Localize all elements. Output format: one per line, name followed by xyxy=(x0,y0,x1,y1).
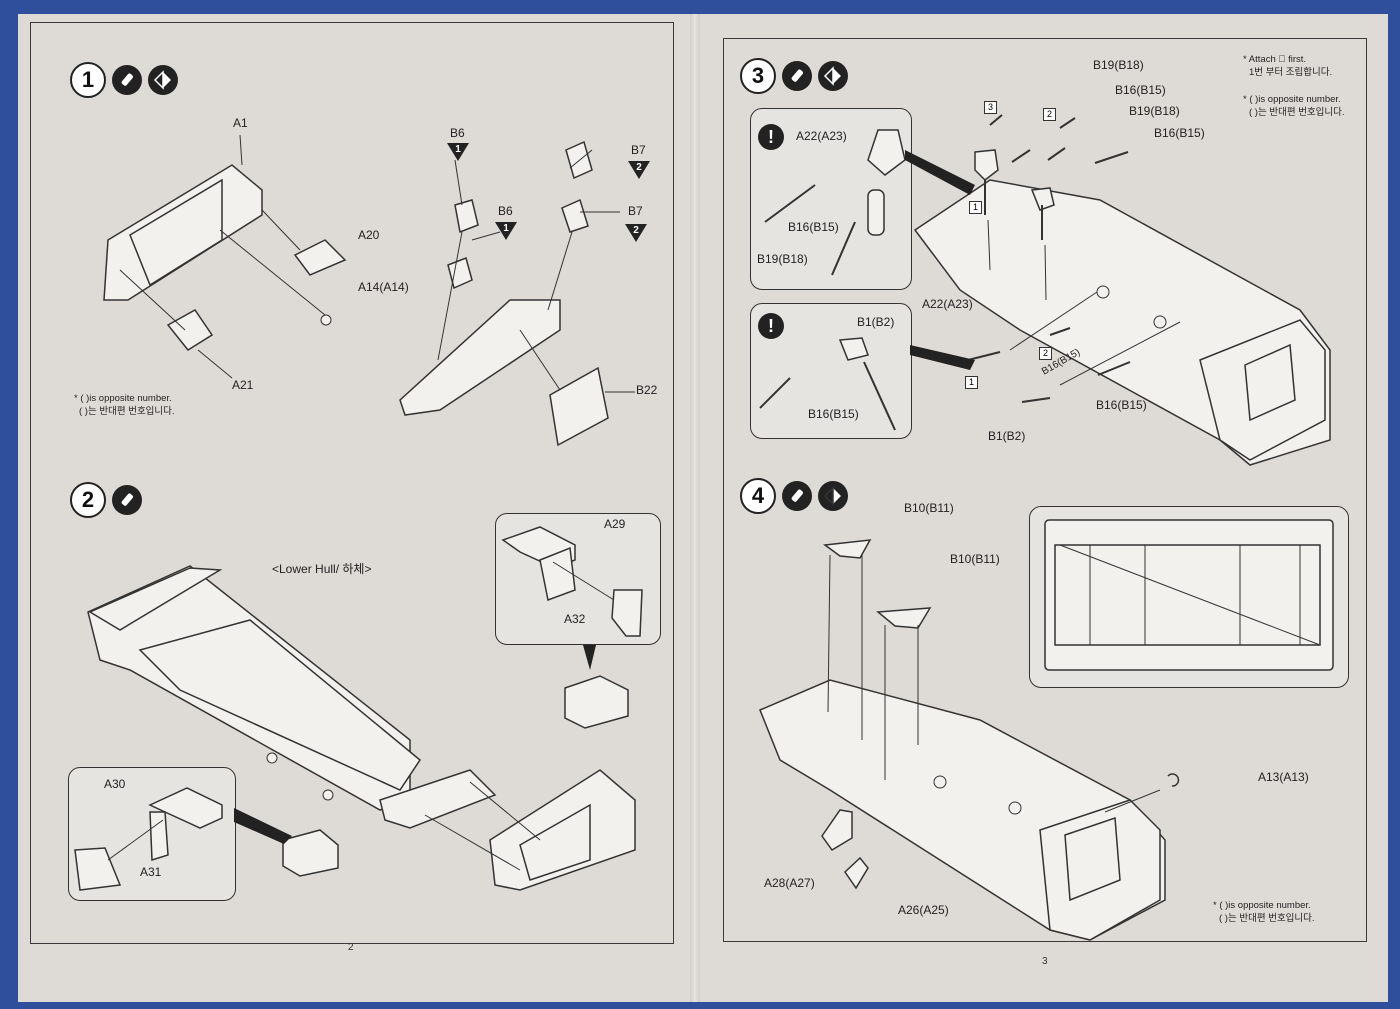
step-3-drawing xyxy=(759,114,1331,466)
label-b19-inset: B19(B18) xyxy=(757,252,808,266)
caution-icon: ! xyxy=(758,124,784,150)
right-page-frame xyxy=(723,38,1367,942)
label-b7-mid: B7 xyxy=(628,204,643,218)
label-b10-a: B10(B11) xyxy=(904,501,954,515)
label-b19-b: B19(B18) xyxy=(1129,104,1180,118)
step-number: 2 xyxy=(70,482,106,518)
label-a31: A31 xyxy=(140,865,162,879)
label-a28: A28(A27) xyxy=(764,876,815,890)
attach-first-note: * Attach ⃞ first. 1번 부터 조립합니다. xyxy=(1243,54,1333,78)
label-b1-inset: B1(B2) xyxy=(857,315,895,329)
label-b16-a: B16(B15) xyxy=(1115,83,1166,97)
label-a14: A14(A14) xyxy=(358,280,409,294)
opposite-number-note: * ( )is opposite number. ( )는 반대편 번호입니다. xyxy=(1243,94,1345,118)
order-triangle-b7-mid: 2 xyxy=(625,224,647,242)
glue-icon xyxy=(112,485,142,515)
both-sides-icon xyxy=(148,65,178,95)
label-a22-inset: A22(A23) xyxy=(796,129,847,143)
step-number: 1 xyxy=(70,62,106,98)
step-4-drawing xyxy=(759,519,1334,941)
label-b16-lower: B16(B15) xyxy=(1096,398,1147,412)
label-b10-b: B10(B11) xyxy=(950,552,1000,566)
step-number: 4 xyxy=(740,478,776,514)
caution-icon: ! xyxy=(758,313,784,339)
label-b6-top: B6 xyxy=(450,126,465,140)
label-a30: A30 xyxy=(104,777,126,791)
order-mark-1-lower: 1 xyxy=(965,376,978,389)
label-b19-top: B19(B18) xyxy=(1093,58,1144,72)
label-b7-top: B7 xyxy=(631,143,646,157)
left-page-frame xyxy=(30,22,674,944)
label-a29: A29 xyxy=(604,517,626,531)
glue-icon xyxy=(782,61,812,91)
label-a1: A1 xyxy=(233,116,248,130)
label-b16-inset: B16(B15) xyxy=(788,220,839,234)
label-b16-b: B16(B15) xyxy=(1154,126,1205,140)
step-3-header: 3 xyxy=(740,58,848,94)
label-b1-main: B1(B2) xyxy=(988,429,1026,443)
label-a13: A13(A13) xyxy=(1258,770,1309,784)
label-a26: A26(A25) xyxy=(898,903,949,917)
step-1-drawing xyxy=(103,134,635,447)
label-lower-hull: <Lower Hull/ 하체> xyxy=(272,562,372,576)
page-number-right: 3 xyxy=(1042,956,1048,967)
opposite-number-note: * ( )is opposite number. ( )는 반대편 번호입니다. xyxy=(74,393,175,417)
glue-icon xyxy=(112,65,142,95)
label-b22: B22 xyxy=(636,383,658,397)
label-a21: A21 xyxy=(232,378,254,392)
page-fold xyxy=(690,14,700,1002)
glue-icon xyxy=(782,481,812,511)
order-mark-2: 2 xyxy=(1043,108,1056,121)
step-2-header: 2 xyxy=(70,482,142,518)
order-mark-1: 1 xyxy=(969,201,982,214)
order-triangle-b6-top: 1 xyxy=(447,143,469,161)
opposite-number-note: * ( )is opposite number. ( )는 반대편 번호입니다. xyxy=(1213,900,1315,924)
order-mark-3: 3 xyxy=(984,101,997,114)
step-2-drawing xyxy=(74,526,643,891)
page-number-left: 2 xyxy=(348,942,354,953)
both-sides-icon xyxy=(818,481,848,511)
order-triangle-b6-mid: 1 xyxy=(495,222,517,240)
label-a22-main: A22(A23) xyxy=(922,297,973,311)
label-b6-mid: B6 xyxy=(498,204,513,218)
order-triangle-b7-top: 2 xyxy=(628,161,650,179)
order-mark-2-lower: 2 xyxy=(1039,347,1052,360)
step-number: 3 xyxy=(740,58,776,94)
step-1-header: 1 xyxy=(70,62,178,98)
label-a20: A20 xyxy=(358,228,380,242)
label-b16-inset2: B16(B15) xyxy=(808,407,859,421)
step-4-header: 4 xyxy=(740,478,848,514)
both-sides-icon xyxy=(818,61,848,91)
label-a32: A32 xyxy=(564,612,586,626)
